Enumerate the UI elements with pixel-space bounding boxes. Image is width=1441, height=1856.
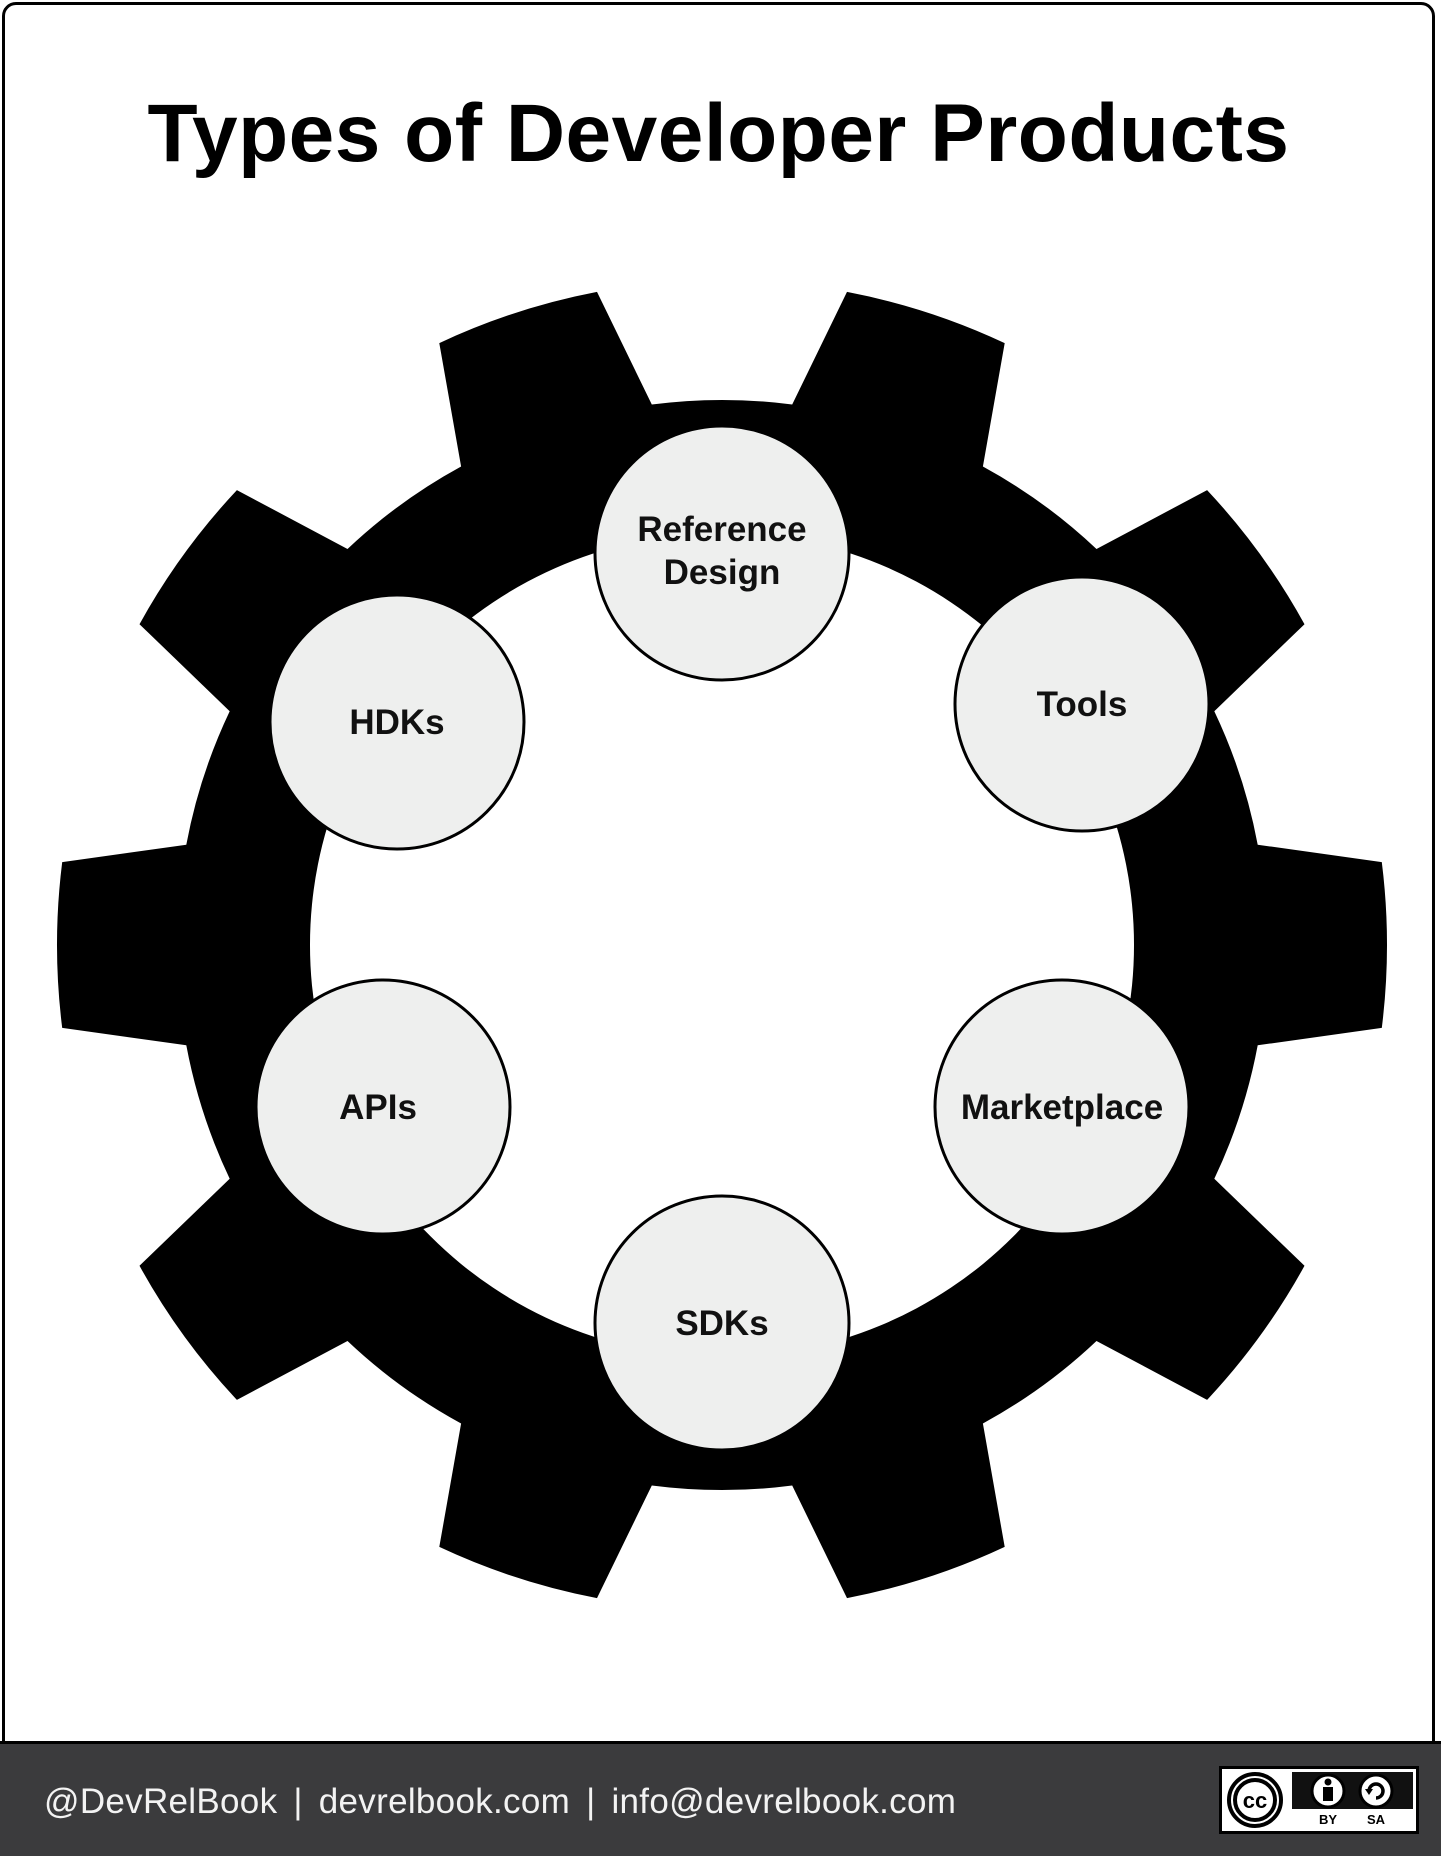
node-circle	[593, 1194, 851, 1452]
footer-email: info@devrelbook.com	[611, 1782, 957, 1821]
node-label-line: Reference	[637, 510, 806, 549]
footer-contact: @DevRelBook | devrelbook.com | info@devrelbo…	[44, 1782, 956, 1822]
node-apis: APIs	[254, 978, 512, 1236]
cc-text: cc	[1243, 1788, 1267, 1813]
cc-logo-icon: cc	[1227, 1772, 1283, 1828]
footer-bar: @DevRelBook | devrelbook.com | info@devrelbo…	[0, 1741, 1441, 1856]
node-label: Tools	[1037, 685, 1128, 724]
node-reference-design: Reference Design	[593, 424, 851, 682]
node-circle	[593, 424, 851, 682]
footer-website: devrelbook.com	[318, 1782, 571, 1821]
footer-separator: |	[293, 1782, 303, 1821]
cc-by-sa-badge: cc BY SA	[1219, 1766, 1419, 1834]
share-alike-icon	[1358, 1773, 1394, 1809]
license-by-label: BY	[1319, 1812, 1337, 1827]
node-marketplace: Marketplace	[933, 978, 1191, 1236]
node-tools: Tools	[953, 575, 1211, 833]
node-label: SDKs	[675, 1304, 768, 1343]
footer-separator: |	[586, 1782, 596, 1821]
node-label-line: Design	[664, 553, 781, 592]
node-circle	[953, 575, 1211, 833]
page-title: Types of Developer Products	[147, 88, 1290, 179]
node-sdks: SDKs	[593, 1194, 851, 1452]
node-label: Marketplace	[961, 1088, 1163, 1127]
node-label: APIs	[339, 1088, 417, 1127]
attribution-icon	[1310, 1773, 1346, 1809]
footer-handle: @DevRelBook	[44, 1782, 278, 1821]
node-label: HDKs	[349, 703, 444, 742]
license-sa-label: SA	[1367, 1812, 1386, 1827]
node-circle	[933, 978, 1191, 1236]
node-circle	[254, 978, 512, 1236]
node-hdks: HDKs	[268, 593, 526, 851]
node-circle	[268, 593, 526, 851]
